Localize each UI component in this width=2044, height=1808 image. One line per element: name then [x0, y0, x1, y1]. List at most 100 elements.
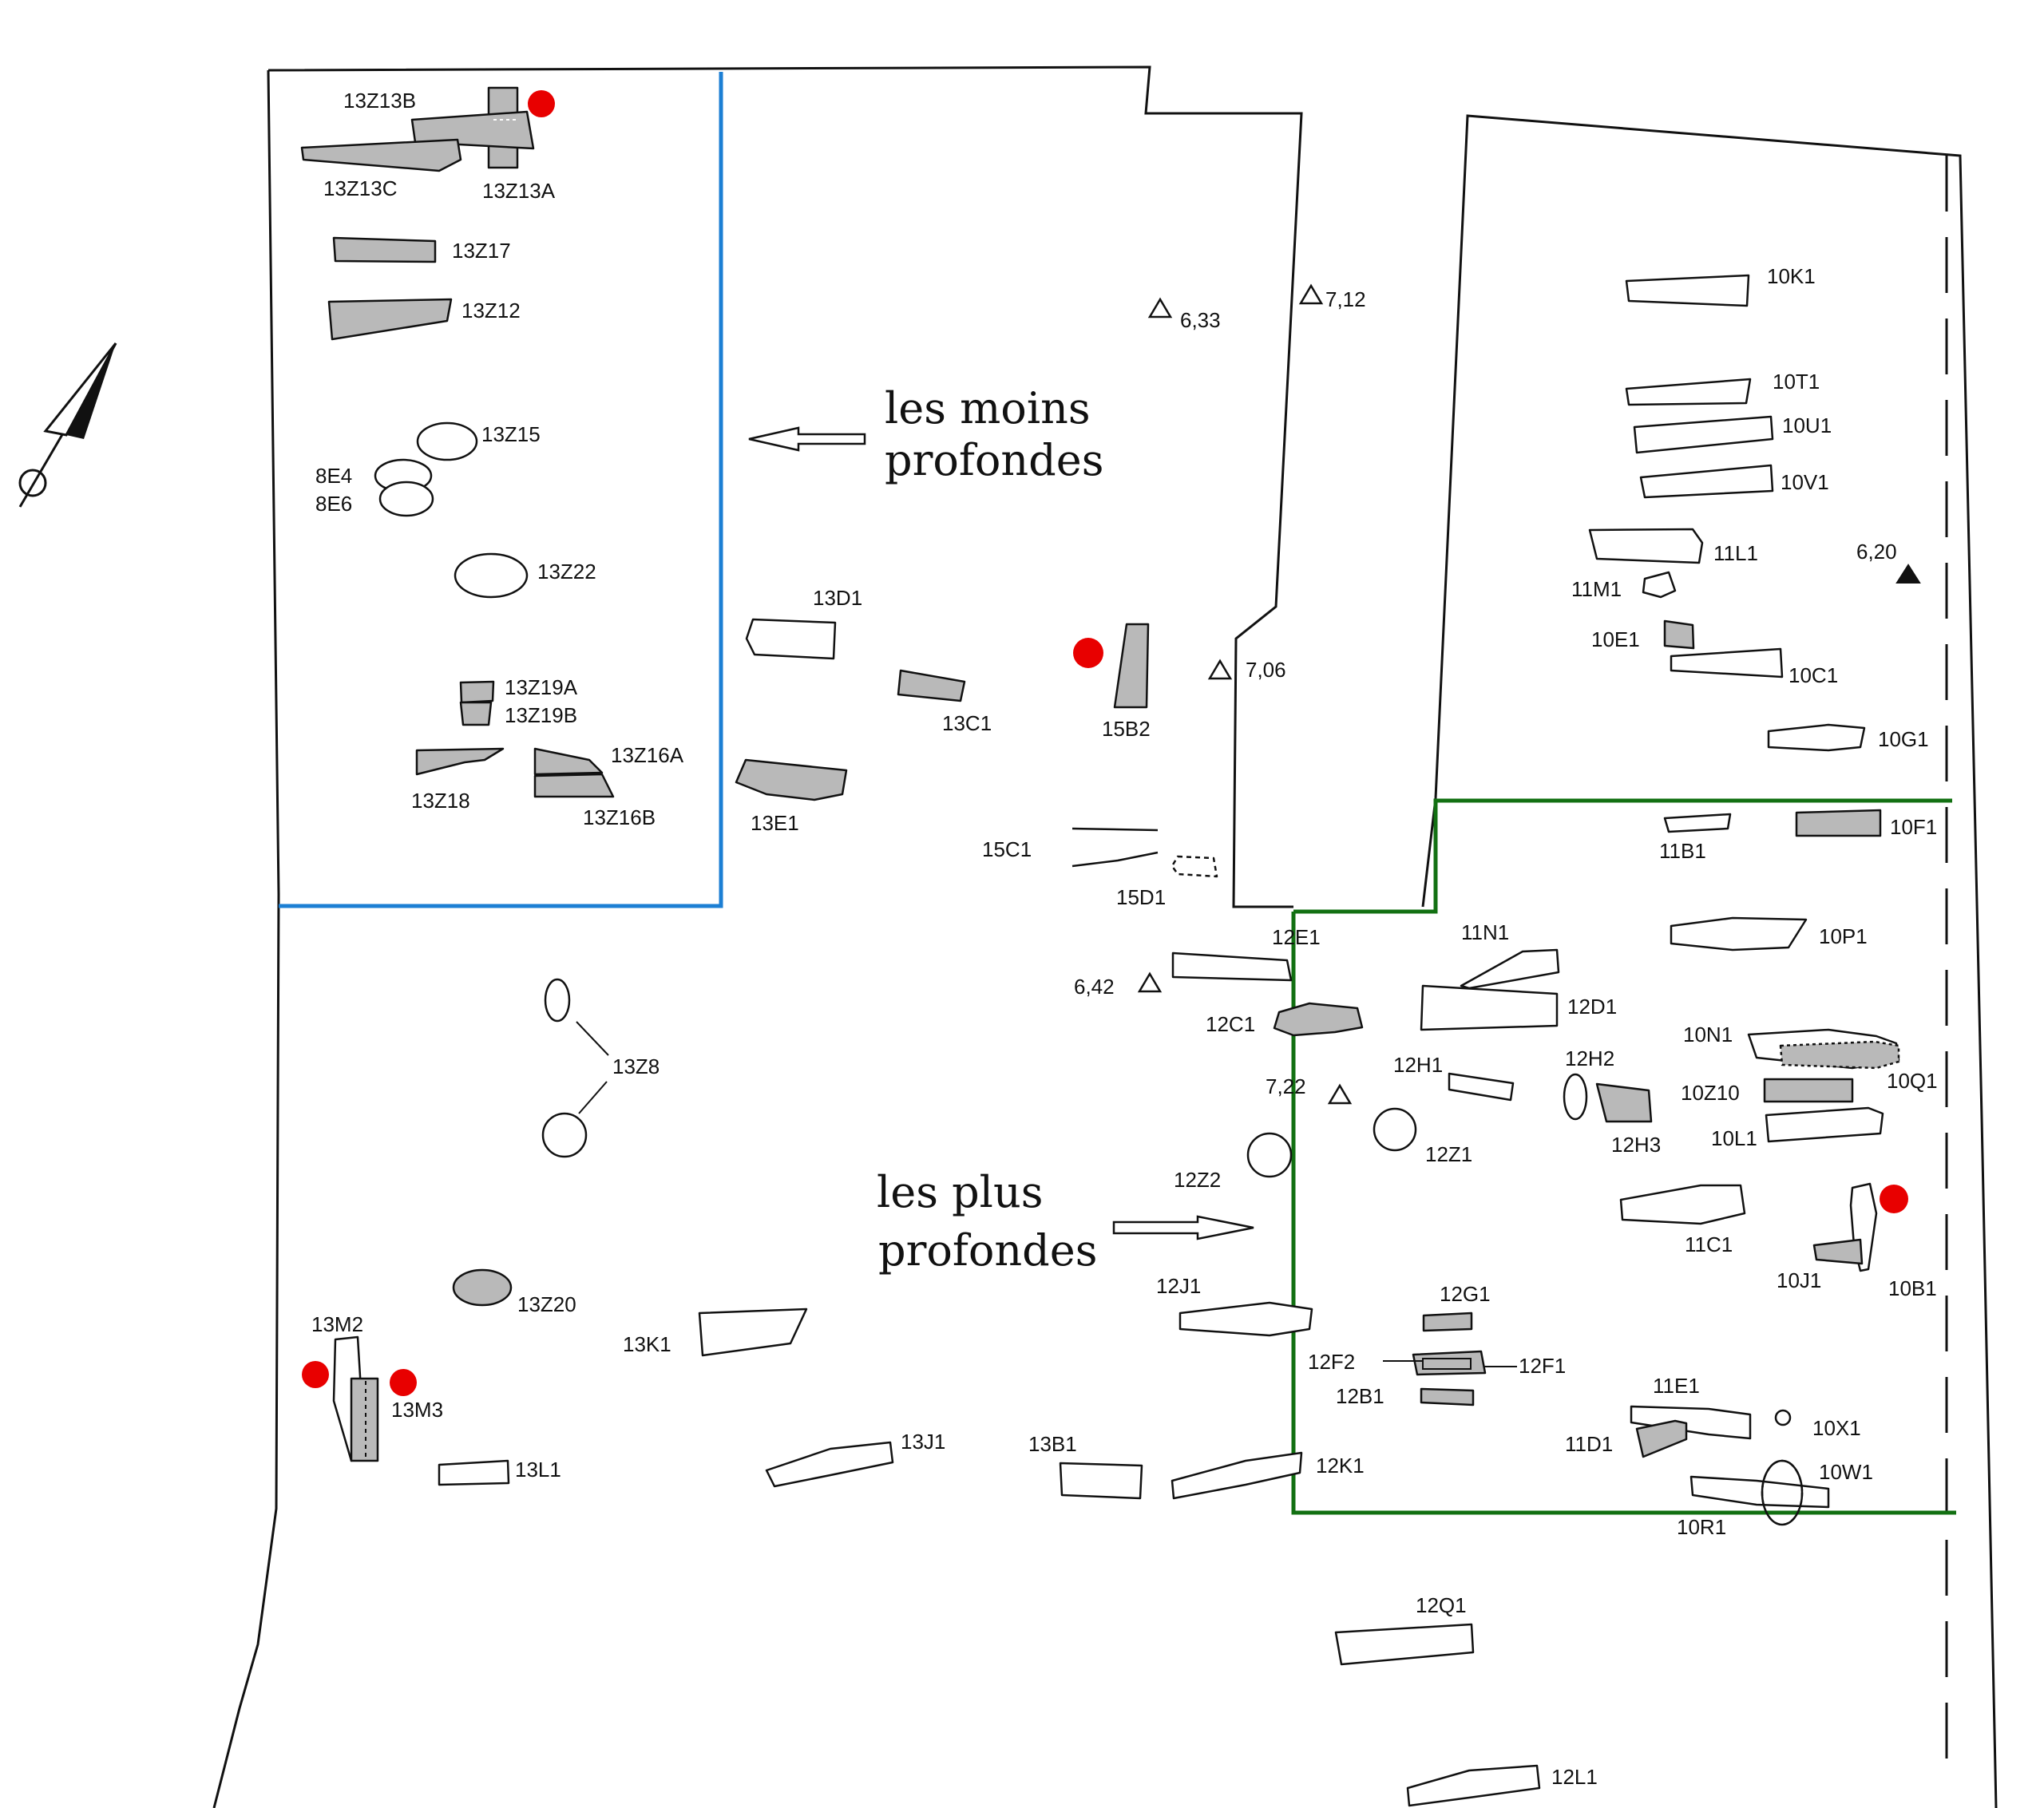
label-10K1: 10K1: [1767, 264, 1816, 288]
label-10J1: 10J1: [1777, 1268, 1821, 1292]
label-11E1: 11E1: [1653, 1374, 1700, 1398]
pit-12E1: [1171, 951, 1293, 982]
label-13B1: 13B1: [1028, 1432, 1077, 1456]
label-10T1: 10T1: [1773, 370, 1820, 394]
label-10L1: 10L1: [1711, 1126, 1757, 1150]
pit-10P1: [1670, 916, 1808, 951]
label-10U1: 10U1: [1782, 413, 1832, 437]
label-13D1: 13D1: [813, 586, 862, 610]
label-15D1: 15D1: [1116, 885, 1166, 909]
label-10W1: 10W1: [1819, 1460, 1873, 1484]
pit-12B1: [1420, 1387, 1475, 1406]
label-12G1: 12G1: [1440, 1282, 1491, 1306]
red-marker: [1073, 638, 1103, 668]
pit-11L1: [1588, 528, 1704, 564]
pit-11D1: [1635, 1419, 1688, 1458]
pit-12K1: [1171, 1451, 1303, 1500]
triangle-marker-icon: [1137, 971, 1163, 993]
label-12H1: 12H1: [1393, 1053, 1443, 1077]
pit-13Z17: [332, 236, 437, 263]
marker-7-22: 7,22: [1266, 1074, 1306, 1098]
pit-11E1: [1630, 1405, 1752, 1440]
red-marker: [1880, 1185, 1908, 1213]
pit-12G1: [1422, 1311, 1473, 1332]
label-13E1: 13E1: [751, 811, 799, 835]
marker-7-12: 7,12: [1325, 287, 1366, 311]
pit-11B1: [1663, 813, 1732, 833]
triangle-marker-icon: [1207, 659, 1233, 680]
pit-15B2: [1113, 623, 1150, 709]
annotation-deep-line2: profondes: [878, 1225, 1097, 1276]
label-10F1: 10F1: [1890, 815, 1937, 839]
pit-12L1: [1406, 1764, 1541, 1807]
pit-10C1: [1670, 647, 1784, 678]
pit-13Z12: [327, 298, 453, 341]
pit-10L1: [1765, 1106, 1884, 1143]
label-13Z18: 13Z18: [411, 789, 470, 813]
wall-east: [1421, 114, 1998, 1808]
label-13J1: 13J1: [901, 1430, 945, 1454]
label-10V1: 10V1: [1781, 470, 1829, 494]
annotation-shallow-line1: les moins: [885, 383, 1091, 433]
pit-13L1: [438, 1459, 510, 1486]
red-marker: [302, 1361, 329, 1388]
pit-13D1: [745, 618, 837, 660]
label-10C1: 10C1: [1788, 663, 1838, 687]
label-12Z1: 12Z1: [1425, 1142, 1472, 1166]
pit-11M1: [1642, 571, 1677, 599]
label-8E4: 8E4: [315, 464, 352, 488]
label-13Z20: 13Z20: [517, 1292, 576, 1316]
pit-13Z19A: [459, 680, 495, 704]
pit-12Z2: [1246, 1132, 1293, 1178]
label-8E6: 8E6: [315, 492, 352, 516]
label-12D1: 12D1: [1567, 995, 1617, 1019]
triangle-marker-icon: [1147, 297, 1173, 318]
triangle-marker-icon: [1327, 1083, 1353, 1105]
pit-10J1: [1812, 1238, 1864, 1265]
pit-15D1: [1171, 855, 1218, 878]
label-13Z12: 13Z12: [461, 299, 521, 322]
north-arrow-icon: [18, 342, 117, 508]
label-13M2: 13M2: [311, 1312, 363, 1336]
label-13M3: 13M3: [391, 1398, 443, 1422]
pit-10T1: [1625, 378, 1752, 406]
label-13Z16B: 13Z16B: [583, 805, 656, 829]
label-10Z10: 10Z10: [1681, 1081, 1740, 1105]
pit-10X1: [1774, 1409, 1792, 1426]
label-10B1: 10B1: [1888, 1276, 1937, 1300]
marker-7-06: 7,06: [1246, 658, 1286, 682]
marker-6-20: 6,20: [1856, 540, 1897, 564]
annotation-deep-line1: les plus: [877, 1167, 1043, 1217]
triangle-marker-icon: [1298, 283, 1324, 305]
pit-13Z8a: [544, 978, 571, 1023]
label-12Z2: 12Z2: [1174, 1168, 1221, 1192]
pit-13Z19B: [459, 701, 493, 726]
pit-13Z16B: [533, 773, 615, 798]
wall-west: [267, 65, 1303, 908]
label-12H3: 12H3: [1611, 1133, 1661, 1157]
burial-features-centre: [332, 618, 1541, 1807]
label-15B2: 15B2: [1102, 717, 1151, 741]
pit-12H2: [1563, 1073, 1588, 1121]
pit-13Z8b: [541, 1112, 588, 1158]
pit-13Z20: [452, 1268, 513, 1307]
label-11D1: 11D1: [1565, 1432, 1613, 1456]
label-10E1: 10E1: [1591, 627, 1640, 651]
pit-12D1: [1420, 984, 1559, 1031]
pit-12H1: [1448, 1072, 1515, 1102]
label-10N1: 10N1: [1683, 1023, 1733, 1046]
pit-8E6: [378, 481, 434, 517]
red-marker: [528, 90, 555, 117]
pit-10V1: [1639, 464, 1774, 499]
burial-features-right: [1373, 274, 1900, 1526]
pit-12J1: [1178, 1301, 1313, 1337]
label-13K1: 13K1: [623, 1332, 671, 1356]
wall-west-lower: [212, 69, 280, 1808]
label-13Z15: 13Z15: [481, 422, 541, 446]
marker-6-42: 6,42: [1074, 975, 1115, 999]
pit-12H3: [1595, 1082, 1653, 1123]
pit-13C1: [897, 669, 966, 702]
label-13Z19A: 13Z19A: [505, 675, 578, 699]
red-marker: [390, 1369, 417, 1396]
